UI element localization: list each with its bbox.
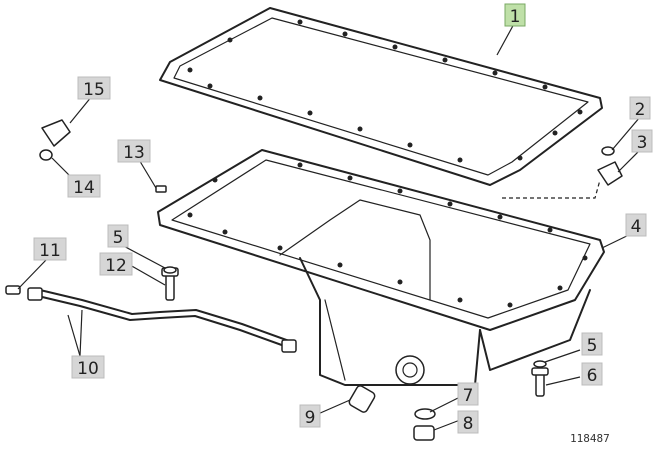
callout-6: 6 (581, 362, 603, 386)
svg-text:3: 3 (637, 133, 648, 153)
callout-4: 4 (625, 213, 647, 237)
svg-text:15: 15 (83, 80, 105, 100)
callout-10: 10 (71, 355, 105, 379)
callout-5-right: 5 (581, 332, 603, 356)
callout-8: 8 (457, 410, 479, 434)
callout-12: 12 (99, 252, 133, 276)
oil-pan-gasket (159, 7, 603, 186)
stud (155, 185, 167, 193)
pan-bolt (531, 367, 549, 397)
washer-left (163, 266, 177, 274)
callout-9: 9 (299, 404, 321, 428)
callout-11: 11 (33, 237, 67, 261)
callout-1: 1 (504, 3, 526, 27)
callout-2: 2 (629, 96, 651, 120)
svg-text:13: 13 (123, 143, 145, 163)
oil-pan (157, 149, 605, 386)
svg-text:10: 10 (77, 359, 99, 379)
drain-plug (413, 425, 435, 441)
svg-text:6: 6 (587, 366, 598, 386)
callout-7: 7 (457, 382, 479, 406)
svg-text:7: 7 (463, 386, 474, 406)
dipstick-plug (5, 285, 21, 295)
svg-text:11: 11 (39, 241, 61, 261)
reference-code: 118487 (570, 432, 610, 445)
callout-14: 14 (67, 174, 101, 198)
svg-text:1: 1 (510, 7, 521, 27)
elbow-fitting (41, 119, 71, 147)
svg-text:9: 9 (305, 408, 316, 428)
bracket (597, 161, 623, 186)
svg-text:8: 8 (463, 414, 474, 434)
dipstick-tube (27, 287, 297, 353)
callout-5-left: 5 (107, 224, 129, 248)
callout-13: 13 (117, 139, 151, 163)
callout-3: 3 (631, 129, 653, 153)
drain-fitting (348, 385, 376, 413)
svg-text:14: 14 (73, 178, 95, 198)
o-ring (39, 149, 53, 161)
svg-text:12: 12 (105, 256, 127, 276)
washer-right (533, 360, 547, 368)
small-cap (601, 146, 615, 156)
svg-text:2: 2 (635, 100, 646, 120)
svg-text:5: 5 (113, 228, 124, 248)
callout-15: 15 (77, 76, 111, 100)
svg-text:5: 5 (587, 336, 598, 356)
svg-text:4: 4 (631, 217, 642, 237)
